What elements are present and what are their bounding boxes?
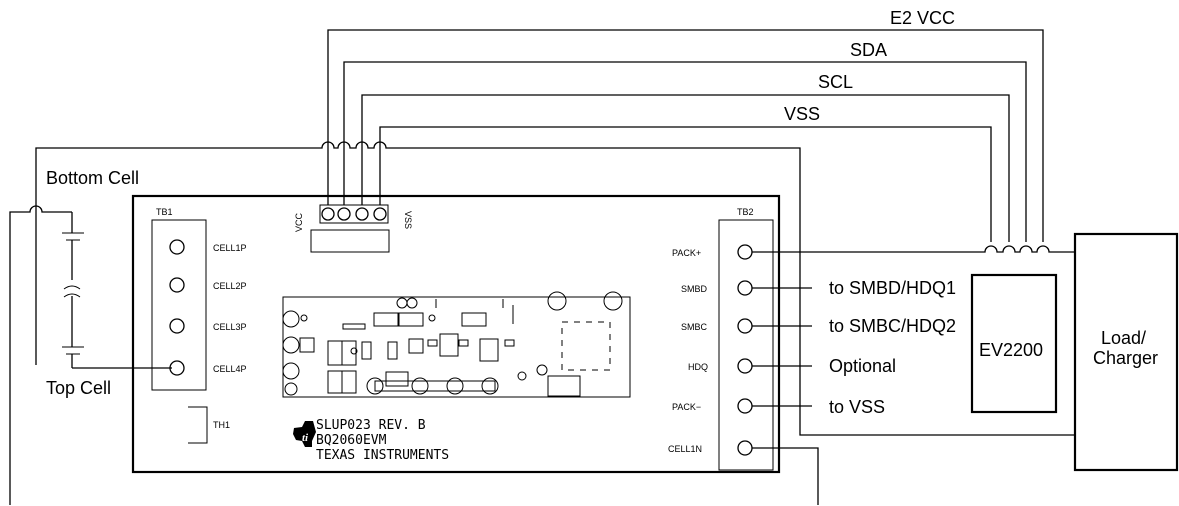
smbd-connection-label: to SMBD/HDQ1	[829, 278, 956, 298]
tb2-terminals	[737, 244, 753, 456]
sda-label: SDA	[850, 40, 887, 60]
tb1-block	[151, 219, 207, 391]
tb2-smbd-label: SMBD	[681, 284, 708, 294]
stack-top-wire	[9, 205, 72, 505]
ti-logo-icon: ti	[293, 421, 316, 447]
tb1-cell3p-label: CELL3P	[213, 322, 247, 332]
silkscreen-line2: BQ2060EVM	[316, 433, 387, 448]
tb2-cell1n-label: CELL1N	[668, 444, 702, 454]
header-vss-label: VSS	[403, 211, 413, 229]
packminus-connection-label: to VSS	[829, 397, 885, 417]
tb1-cell1p-label: CELL1P	[213, 243, 247, 253]
th1-label: TH1	[213, 420, 230, 430]
top-cell-label: Top Cell	[46, 378, 111, 398]
cell1n-wire	[752, 447, 819, 505]
bottom-cell-label: Bottom Cell	[46, 168, 139, 188]
silkscreen-line3: TEXAS INSTRUMENTS	[316, 448, 449, 463]
tb2-block	[718, 219, 774, 471]
load-charger-box	[1073, 232, 1179, 472]
th1-block	[188, 406, 208, 444]
tb2-smbc-label: SMBC	[681, 322, 708, 332]
tb2-hdq-label: HDQ	[688, 362, 708, 372]
charger-label: Charger	[1093, 348, 1158, 368]
vss-wire	[379, 126, 992, 242]
evm-board	[131, 194, 781, 474]
silkscreen-line1: SLUP023 REV. B	[316, 418, 426, 433]
bottom-cell-wire	[35, 141, 1075, 436]
packplus-wire	[752, 245, 1075, 253]
scl-wire	[361, 94, 1010, 242]
tb2-packplus-label: PACK+	[672, 248, 701, 258]
svg-text:ti: ti	[302, 432, 309, 444]
tb1-terminals	[169, 239, 185, 376]
header-vcc-label: VCC	[294, 212, 304, 232]
e2vcc-wire	[327, 29, 1044, 242]
sda-wire	[343, 61, 1027, 242]
tb2-packminus-label: PACK−	[672, 402, 701, 412]
hdq-connection-label: Optional	[829, 356, 896, 376]
e2vcc-label: E2 VCC	[890, 8, 955, 28]
tb2-label: TB2	[737, 207, 754, 217]
ev2200-box	[970, 273, 1058, 414]
component-layout	[282, 291, 631, 398]
load-label: Load/	[1101, 328, 1146, 348]
battery-stack-icon	[62, 212, 84, 368]
scl-label: SCL	[818, 72, 853, 92]
tb1-label: TB1	[156, 207, 173, 217]
tb1-cell2p-label: CELL2P	[213, 281, 247, 291]
smbc-connection-label: to SMBC/HDQ2	[829, 316, 956, 336]
header-connector	[310, 204, 390, 253]
vss-label: VSS	[784, 104, 820, 124]
tb1-cell4p-label: CELL4P	[213, 364, 247, 374]
ev2200-label: EV2200	[979, 340, 1043, 360]
